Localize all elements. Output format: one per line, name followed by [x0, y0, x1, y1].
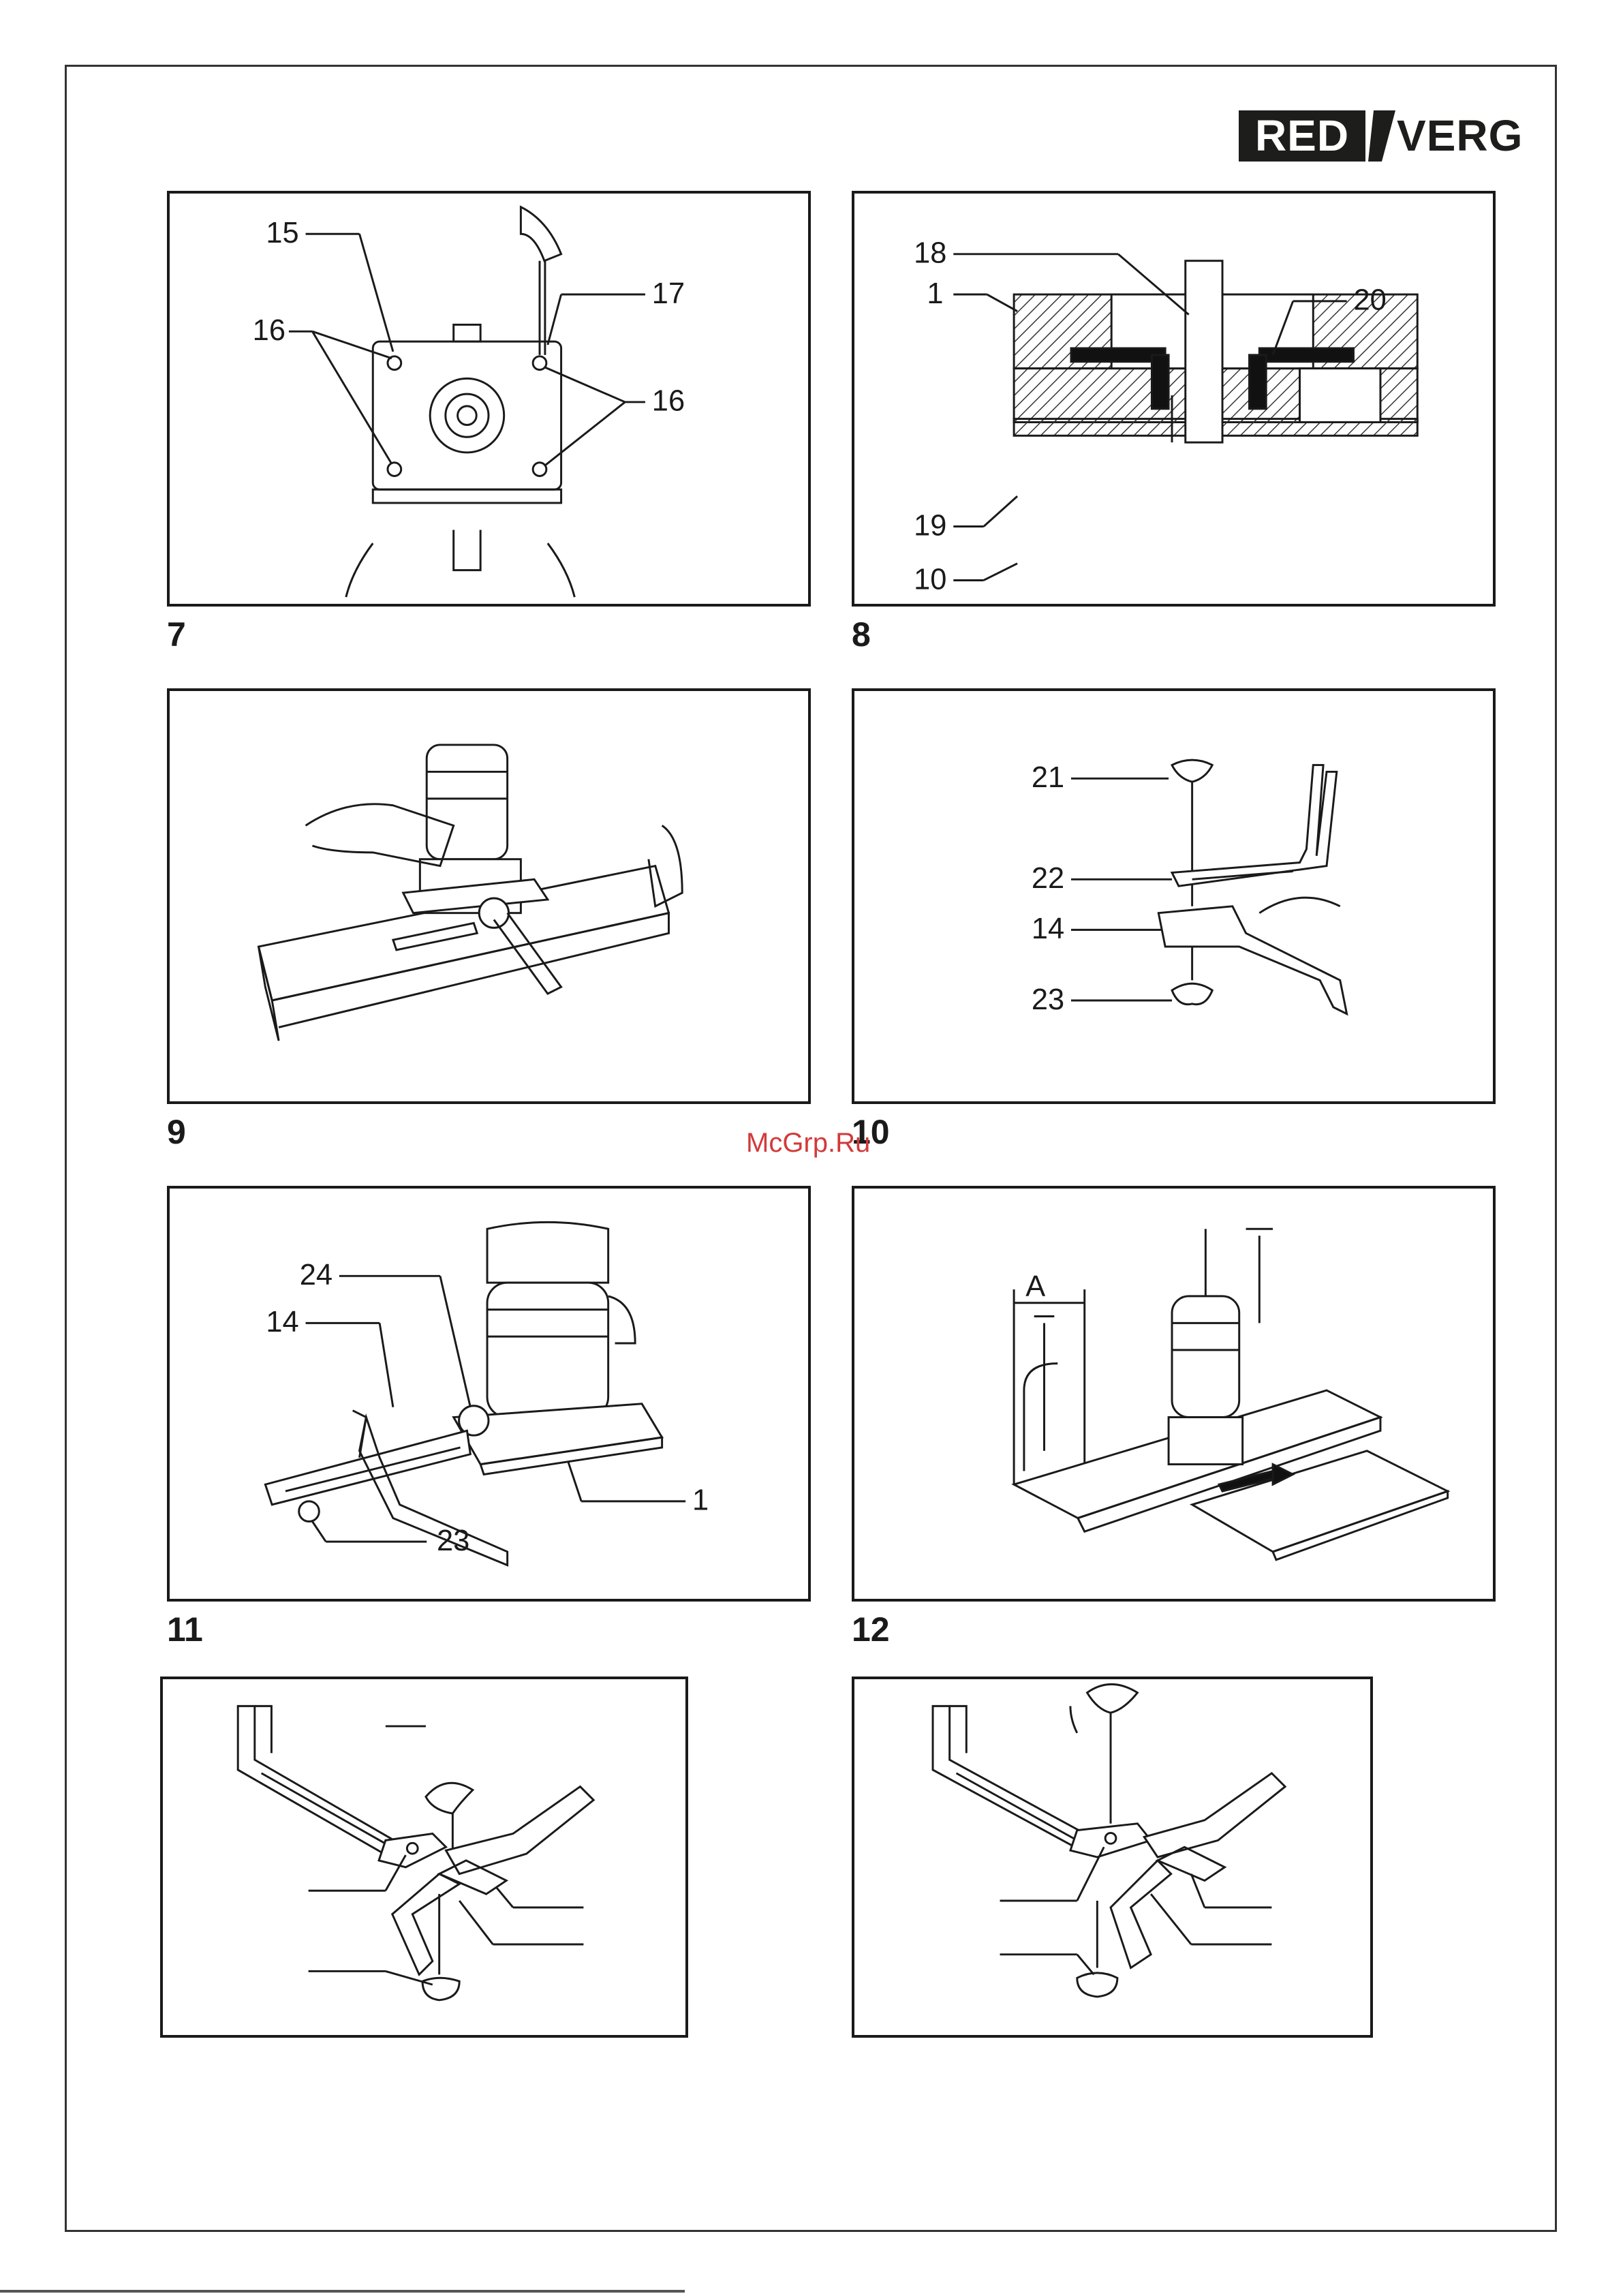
- figure-8-illustration: 1 18 20 19 10: [854, 194, 1493, 604]
- brand-logo-slash-icon: [1368, 110, 1395, 162]
- figure-7-illustration: 15 16 17 16: [170, 194, 808, 604]
- figure-10-callout-2: 14: [1032, 913, 1064, 945]
- figure-12-illustration: A: [854, 1189, 1493, 1599]
- figure-11-number: 11: [167, 1610, 203, 1649]
- figure-13-illustration: [163, 1679, 685, 2035]
- figure-10-illustration: 21 22 14 23: [854, 691, 1493, 1101]
- figure-13-panel: [160, 1677, 688, 2038]
- bottom-rule: [0, 2290, 685, 2293]
- watermark-text: McGrp.Ru: [746, 1128, 870, 1159]
- figure-12-panel: A: [852, 1186, 1496, 1602]
- figure-8-number: 8: [852, 615, 871, 654]
- figure-10-panel: 21 22 14 23: [852, 688, 1496, 1104]
- figure-9-panel: [167, 688, 811, 1104]
- figure-7-callout-2: 17: [652, 277, 685, 310]
- figure-11-callout-2: 1: [692, 1484, 709, 1517]
- figure-8-callout-2: 1: [927, 277, 943, 310]
- figure-10-callout-3: 23: [1032, 983, 1064, 1016]
- figure-11-callout-0: 24: [300, 1259, 333, 1291]
- figure-11-callout-3: 23: [437, 1525, 469, 1557]
- brand-logo-red: RED: [1239, 110, 1365, 162]
- figure-8-callout-3: 19: [914, 509, 946, 542]
- figure-11-illustration: 24 14 1 23: [170, 1189, 808, 1599]
- figure-7-callout-3: 16: [652, 385, 685, 418]
- figure-7-callout-0: 15: [266, 217, 298, 249]
- figure-7-callout-1: 16: [253, 314, 285, 347]
- figure-10-callout-1: 22: [1032, 862, 1064, 895]
- brand-logo: RED VERG: [1239, 110, 1498, 162]
- figure-9-number: 9: [167, 1112, 186, 1152]
- figure-8-callout-0: 18: [914, 237, 946, 270]
- brand-logo-verg: VERG: [1397, 110, 1523, 162]
- figure-12-number: 12: [852, 1610, 890, 1649]
- figure-14-panel: [852, 1677, 1373, 2038]
- figure-11-callout-1: 14: [266, 1306, 298, 1338]
- figure-10-callout-0: 21: [1032, 761, 1064, 794]
- figure-8-panel: 1 18 20 19 10: [852, 191, 1496, 607]
- figure-7-number: 7: [167, 615, 186, 654]
- figure-8-callout-4: 10: [914, 563, 946, 596]
- figure-9-illustration: [170, 691, 808, 1101]
- figure-11-panel: 24 14 1 23: [167, 1186, 811, 1602]
- figure-7-panel: 15 16 17 16: [167, 191, 811, 607]
- figure-12-callout-0: A: [1025, 1270, 1045, 1303]
- figure-14-illustration: [854, 1679, 1370, 2035]
- figure-8-callout-1: 20: [1353, 284, 1386, 317]
